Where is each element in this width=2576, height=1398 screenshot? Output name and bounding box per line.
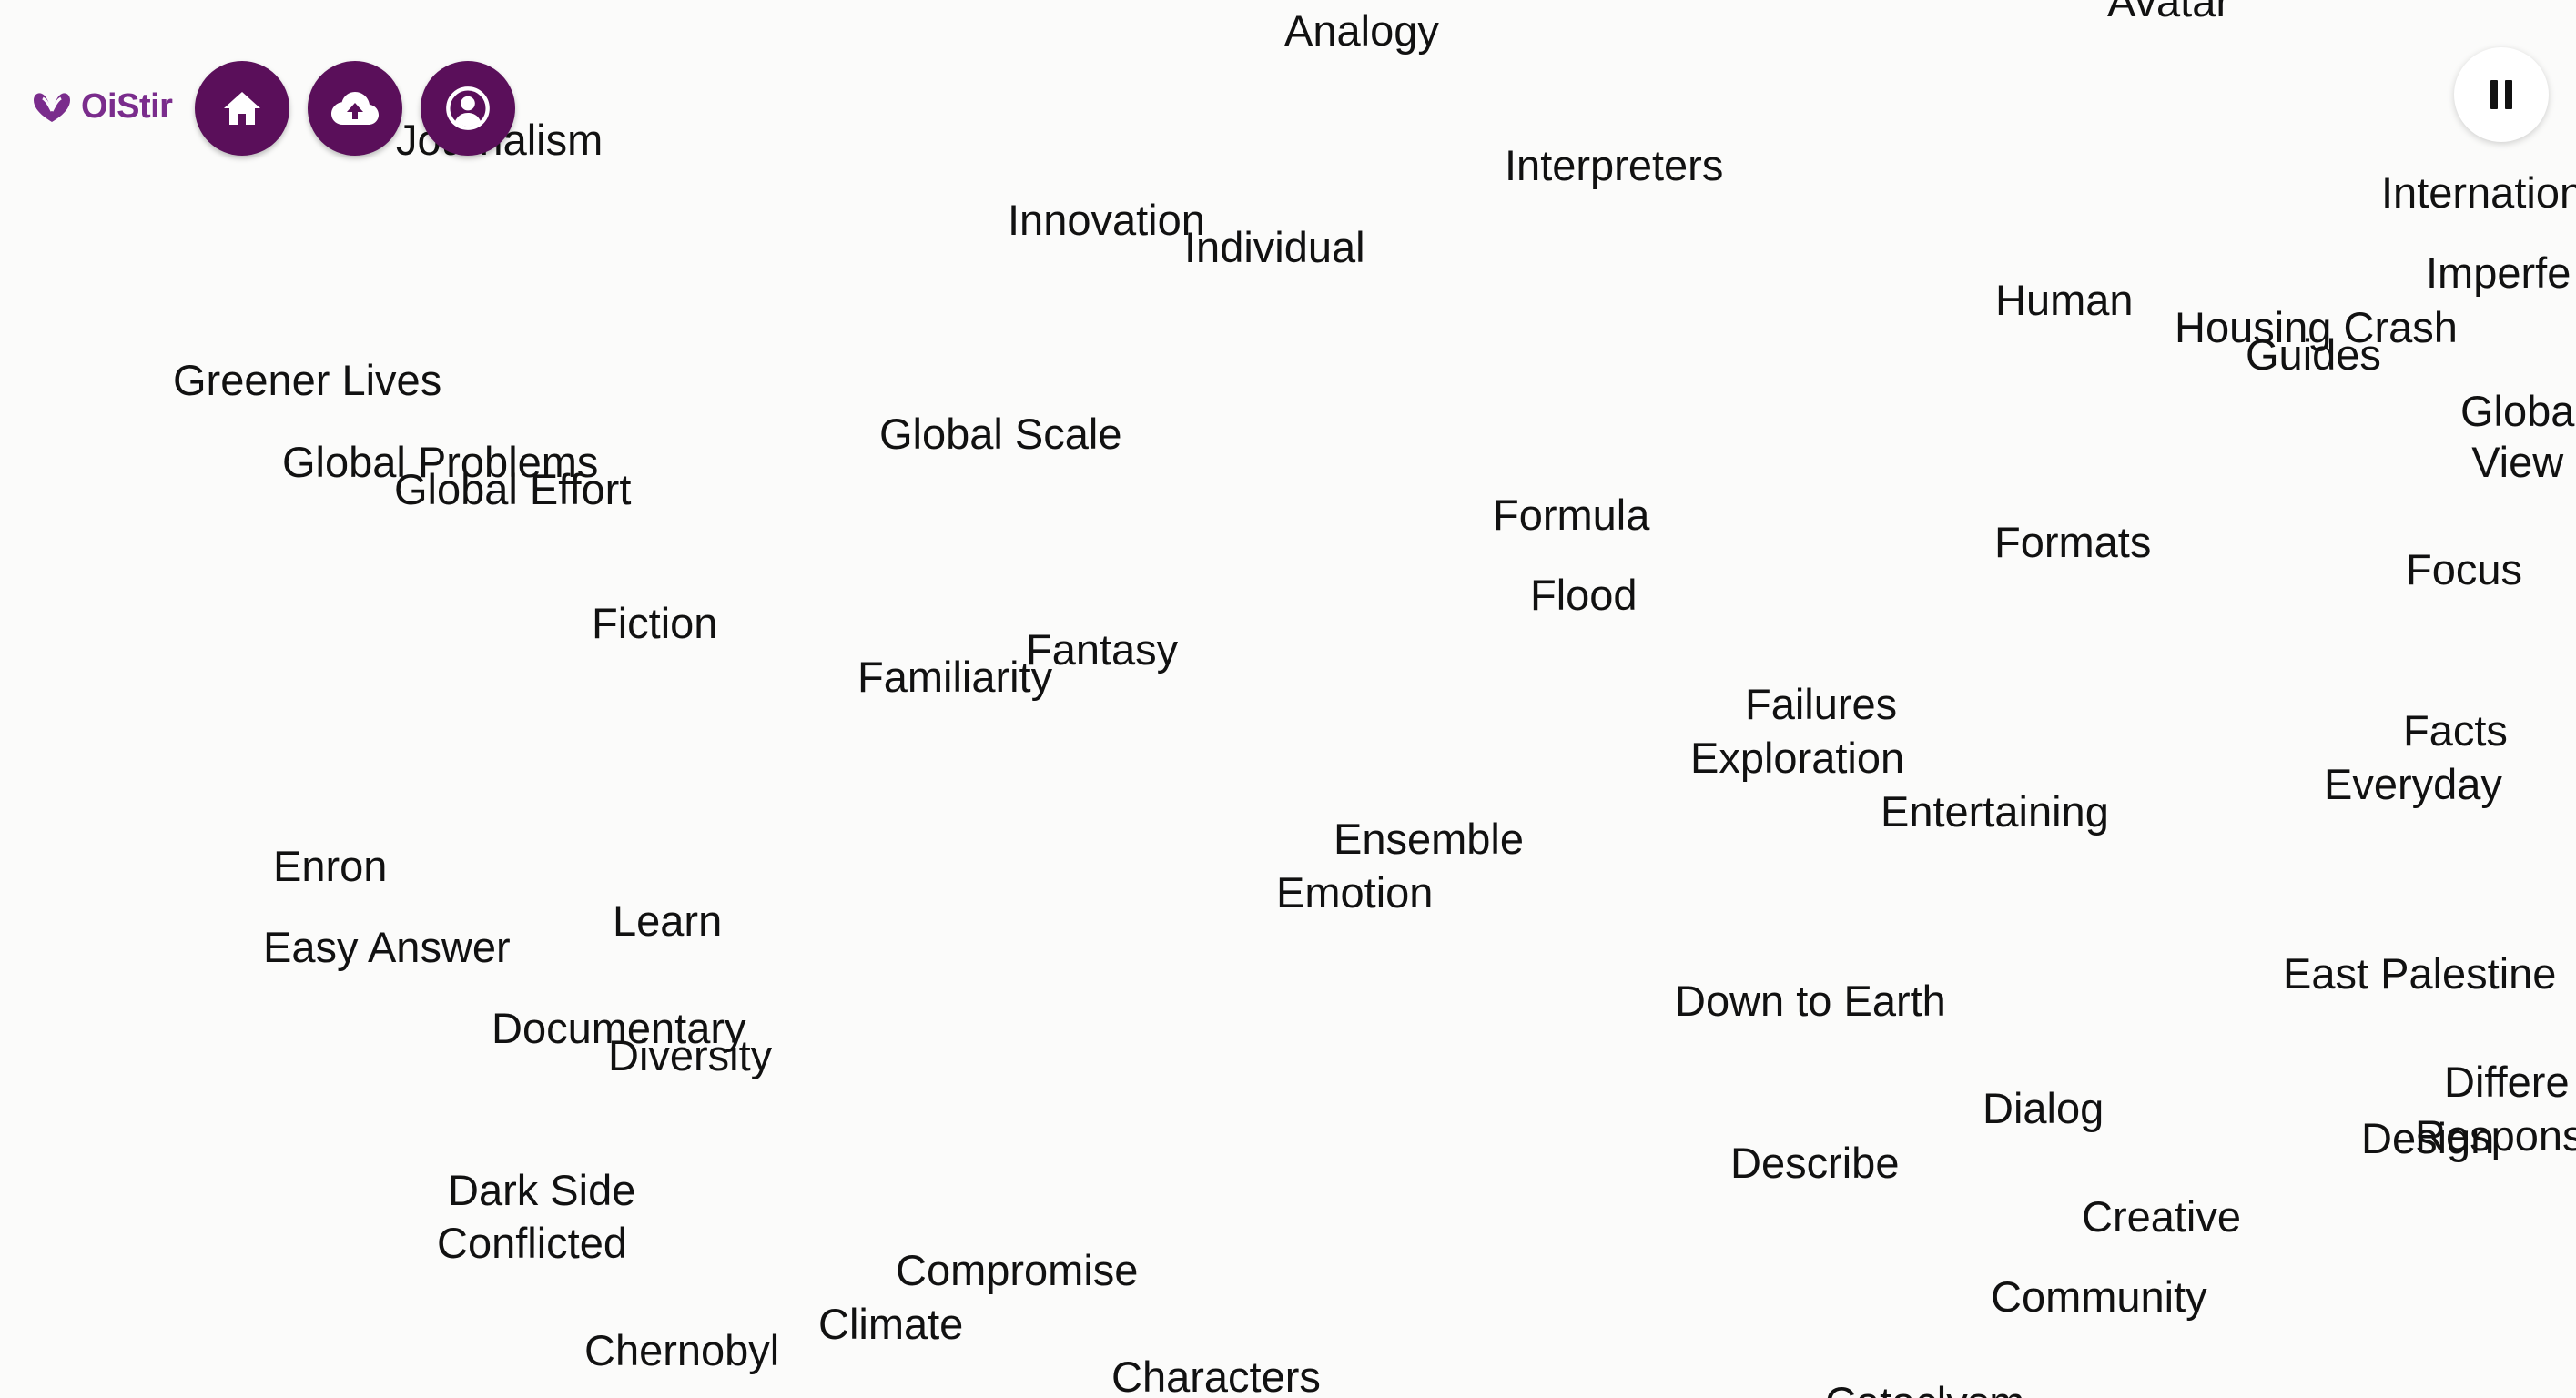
oistir-logo[interactable]: OiStir (30, 87, 173, 127)
word-fantasy[interactable]: Fantasy (1026, 625, 1179, 674)
word-focus[interactable]: Focus (2406, 545, 2522, 593)
word-ensemble[interactable]: Ensemble (1334, 815, 1524, 863)
word-exploration[interactable]: Exploration (1690, 734, 1905, 782)
word-describe[interactable]: Describe (1730, 1139, 1900, 1187)
word-imperfe[interactable]: Imperfe (2426, 248, 2571, 297)
word-community[interactable]: Community (1991, 1272, 2207, 1321)
word-emotion[interactable]: Emotion (1276, 868, 1434, 917)
word-guides[interactable]: Guides (2246, 330, 2381, 379)
word-human[interactable]: Human (1995, 276, 2134, 324)
word-global-view-text: Globa View (2460, 387, 2575, 487)
profile-button[interactable] (421, 61, 515, 156)
word-formula[interactable]: Formula (1493, 491, 1650, 539)
word-facts[interactable]: Facts (2403, 706, 2508, 755)
pause-icon (2490, 80, 2512, 109)
word-dialog[interactable]: Dialog (1983, 1084, 2104, 1132)
cloud-upload-icon (331, 92, 379, 125)
word-compromise[interactable]: Compromise (896, 1246, 1139, 1294)
home-icon (224, 92, 260, 125)
word-climate[interactable]: Climate (818, 1300, 964, 1348)
oistir-logo-text: OiStir (81, 87, 173, 126)
word-fiction[interactable]: Fiction (592, 599, 718, 647)
upload-button[interactable] (308, 61, 402, 156)
word-innovation[interactable]: Innovation (1008, 196, 1205, 244)
word-conflicted[interactable]: Conflicted (437, 1219, 627, 1267)
word-entertaining[interactable]: Entertaining (1881, 787, 2109, 836)
home-button[interactable] (195, 61, 289, 156)
oistir-logo-icon (34, 92, 70, 122)
word-greener-lives[interactable]: Greener Lives (173, 356, 442, 404)
word-avatar[interactable]: Avatar (2107, 0, 2230, 25)
word-interpreters[interactable]: Interpreters (1505, 141, 1724, 189)
word-enron[interactable]: Enron (273, 842, 388, 890)
word-global-problems[interactable]: Global Problems (282, 438, 599, 486)
pause-button[interactable] (2454, 47, 2549, 142)
word-flood[interactable]: Flood (1530, 571, 1638, 619)
word-global-scale[interactable]: Global Scale (879, 410, 1122, 458)
word-formats[interactable]: Formats (1994, 518, 2152, 566)
word-documentary[interactable]: Documentary (492, 1004, 746, 1052)
word-creative[interactable]: Creative (2082, 1192, 2242, 1241)
word-learn[interactable]: Learn (613, 897, 723, 945)
word-failures[interactable]: Failures (1745, 680, 1898, 728)
word-analogy[interactable]: Analogy (1284, 6, 1439, 55)
user-profile-icon (446, 86, 490, 130)
word-individual[interactable]: Individual (1184, 223, 1365, 271)
word-characters[interactable]: Characters (1111, 1352, 1321, 1398)
word-chernobyl[interactable]: Chernobyl (584, 1326, 780, 1374)
word-down-to-earth[interactable]: Down to Earth (1675, 977, 1946, 1025)
word-differe[interactable]: Differe (2444, 1058, 2570, 1106)
word-global-effort[interactable]: Global Effort (394, 465, 632, 513)
word-cataclysm[interactable]: Cataclysm (1825, 1381, 2024, 1398)
word-housing-crash[interactable]: Housing Crash (2175, 303, 2458, 351)
word-familiarity[interactable]: Familiarity (857, 653, 1053, 701)
word-global-view[interactable]: Globa View (2460, 386, 2574, 489)
word-respons[interactable]: Respons (2415, 1111, 2576, 1160)
word-east-palestine[interactable]: East Palestine (2283, 949, 2557, 998)
word-diversity[interactable]: Diversity (608, 1031, 773, 1079)
word-design[interactable]: Design (2361, 1114, 2495, 1162)
word-dark-side[interactable]: Dark Side (448, 1166, 636, 1214)
word-internation[interactable]: Internation (2381, 168, 2576, 217)
word-everyday[interactable]: Everyday (2324, 760, 2502, 808)
word-easy-answer[interactable]: Easy Answer (263, 923, 511, 971)
